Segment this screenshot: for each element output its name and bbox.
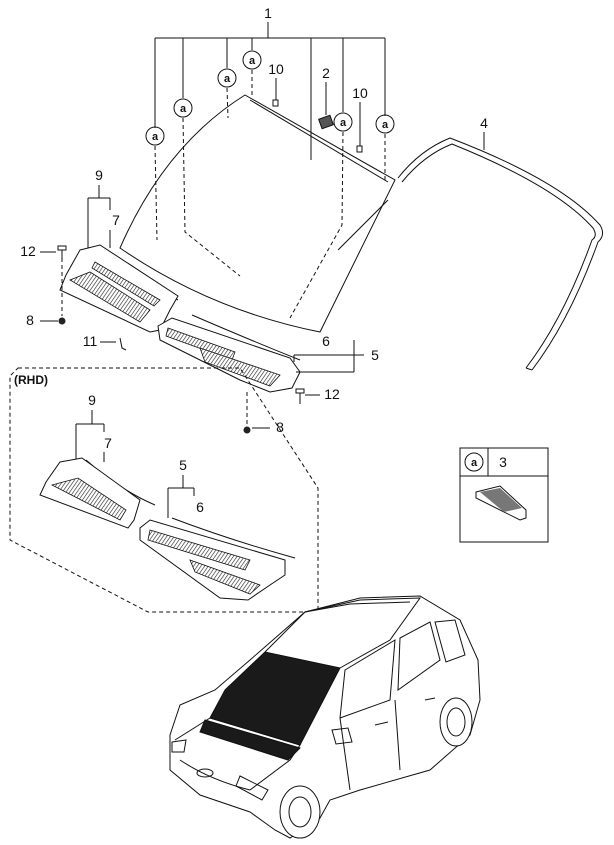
svg-text:8: 8 (26, 312, 34, 328)
callout-6-5-bracket: 6 5 (293, 333, 379, 373)
svg-text:a: a (249, 55, 256, 67)
nut-part-8-right: 8 (243, 392, 284, 435)
svg-text:a: a (340, 117, 347, 129)
callout-1: 1 (264, 5, 272, 21)
mirror-base-part-2: 2 (318, 65, 334, 130)
legend-bubble-letter: a (471, 457, 478, 469)
clip-part-10-right: 10 (352, 85, 368, 153)
clip-part-10-left: 10 (268, 61, 284, 107)
svg-text:6: 6 (196, 499, 204, 515)
svg-text:a: a (180, 103, 187, 115)
screw-part-12-right: 12 (295, 386, 340, 404)
rhd-label: (RHD) (14, 373, 48, 387)
svg-text:2: 2 (322, 65, 330, 81)
nut-part-8-left: 8 (26, 265, 66, 328)
svg-text:10: 10 (268, 61, 284, 77)
svg-text:12: 12 (324, 386, 340, 402)
car-illustration (169, 595, 481, 839)
svg-text:6: 6 (322, 333, 330, 349)
rhd-callout-9-7: 9 7 (75, 392, 112, 462)
svg-text:10: 10 (352, 85, 368, 101)
svg-text:5: 5 (371, 347, 379, 363)
callout-1-bracket (154, 22, 386, 148)
legend-number: 3 (499, 454, 507, 470)
rhd-variant-box: (RHD) (9, 367, 319, 613)
bubble-a-3: a (217, 68, 237, 88)
bubble-a-6: a (375, 114, 395, 134)
svg-text:4: 4 (480, 115, 488, 131)
windshield-molding-part-4: 4 (397, 115, 604, 371)
bubble-a-5: a (333, 112, 353, 132)
svg-text:a: a (152, 131, 159, 143)
rhd-cowl-left (39, 457, 156, 529)
windshield-glass (119, 94, 396, 333)
callout-9-7-bracket: 9 7 (87, 167, 120, 250)
svg-text:9: 9 (95, 167, 103, 183)
bubble-a-2: a (173, 98, 193, 118)
svg-text:11: 11 (83, 333, 98, 349)
screw-part-12-left: 12 (20, 243, 67, 262)
clip-part-11: 11 (83, 333, 127, 351)
svg-text:9: 9 (88, 392, 96, 408)
svg-text:a: a (224, 73, 231, 85)
cowl-top-cover-right (157, 317, 301, 393)
svg-text:5: 5 (179, 457, 187, 473)
svg-text:12: 12 (20, 243, 36, 259)
svg-text:7: 7 (104, 435, 112, 451)
bubble-a-4: a (242, 50, 262, 70)
svg-text:8: 8 (276, 419, 284, 435)
dashed-leaders (154, 70, 386, 319)
legend-box: a 3 (459, 447, 549, 543)
svg-text:a: a (382, 119, 389, 131)
cowl-top-cover-left (59, 244, 179, 333)
svg-text:7: 7 (112, 212, 120, 228)
rhd-callout-5-6: 5 6 (167, 457, 204, 518)
rhd-cowl-right (139, 517, 296, 601)
bubble-a-1: a (145, 126, 165, 146)
